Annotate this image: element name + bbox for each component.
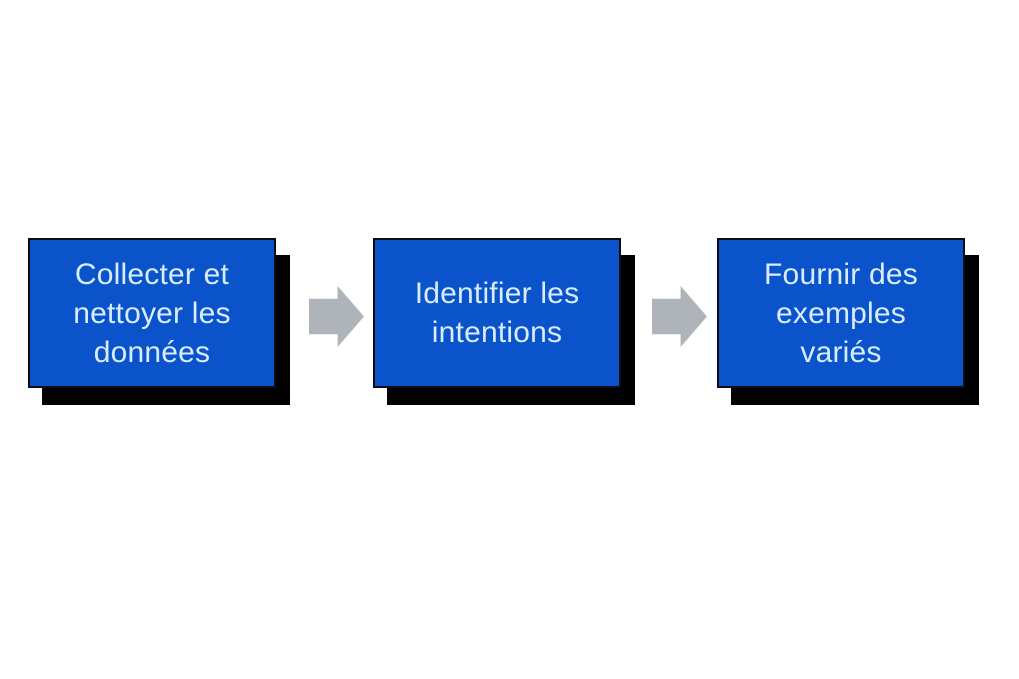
step-label-line: Fournir des	[764, 257, 918, 291]
step-label-line: données	[93, 335, 211, 369]
step-box-identifier: Identifier les intentions	[373, 238, 621, 388]
step-label-line: variés	[800, 335, 882, 369]
step-label: Collecter et nettoyer les données	[73, 255, 230, 372]
step-label-line: nettoyer les	[73, 296, 231, 330]
arrow-right-icon	[652, 286, 707, 347]
step-label-line: intentions	[431, 316, 563, 349]
step-label-line: Identifier les	[414, 277, 580, 310]
step-box-fournir: Fournir des exemples variés	[717, 238, 965, 388]
arrow-right-icon	[309, 286, 364, 347]
step-box-collecter: Collecter et nettoyer les données	[28, 238, 276, 388]
step-label: Fournir des exemples variés	[764, 255, 918, 372]
step-label-line: Collecter et	[74, 257, 230, 291]
step-label: Identifier les intentions	[415, 274, 580, 352]
step-label-line: exemples	[776, 296, 906, 330]
